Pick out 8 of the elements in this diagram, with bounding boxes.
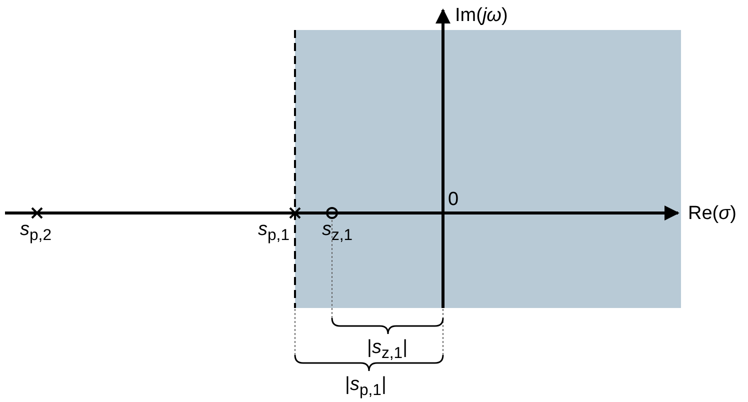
axis-label: Im(jω) [455,6,508,25]
dimension-label: |s$_{z,1}$| [367,338,408,362]
dimension-label: |s$_{p,1}$| [345,375,386,399]
origin-label: 0 [448,190,459,209]
pole-label: s$_{p,1}$ [258,220,290,244]
pole-label: s$_{p,2}$ [20,220,52,244]
zero-label: s$_{z,1}$ [322,220,353,244]
axis-label: Re(σ) [688,204,736,223]
